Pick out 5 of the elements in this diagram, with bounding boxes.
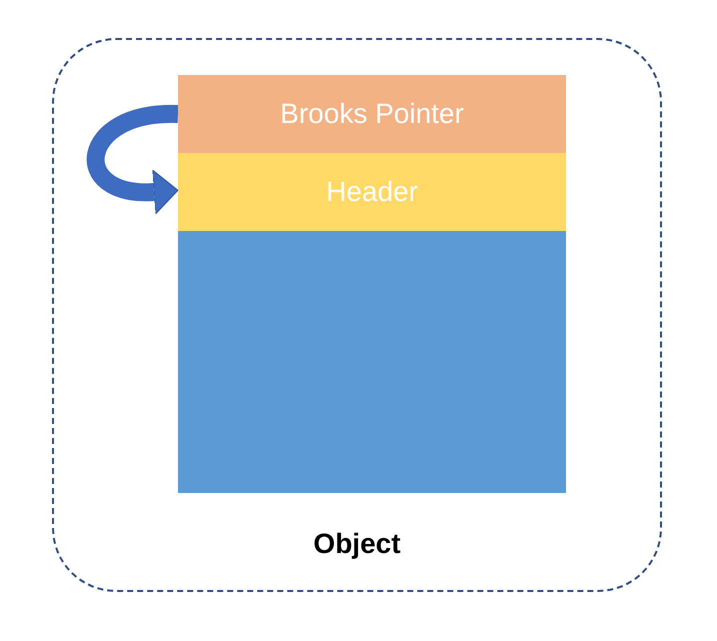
- dashed-container: [52, 38, 662, 592]
- memory-band: Brooks Pointer: [178, 75, 566, 153]
- memory-block: [178, 231, 566, 493]
- container-label: Object: [313, 528, 401, 560]
- memory-band: Header: [178, 153, 566, 231]
